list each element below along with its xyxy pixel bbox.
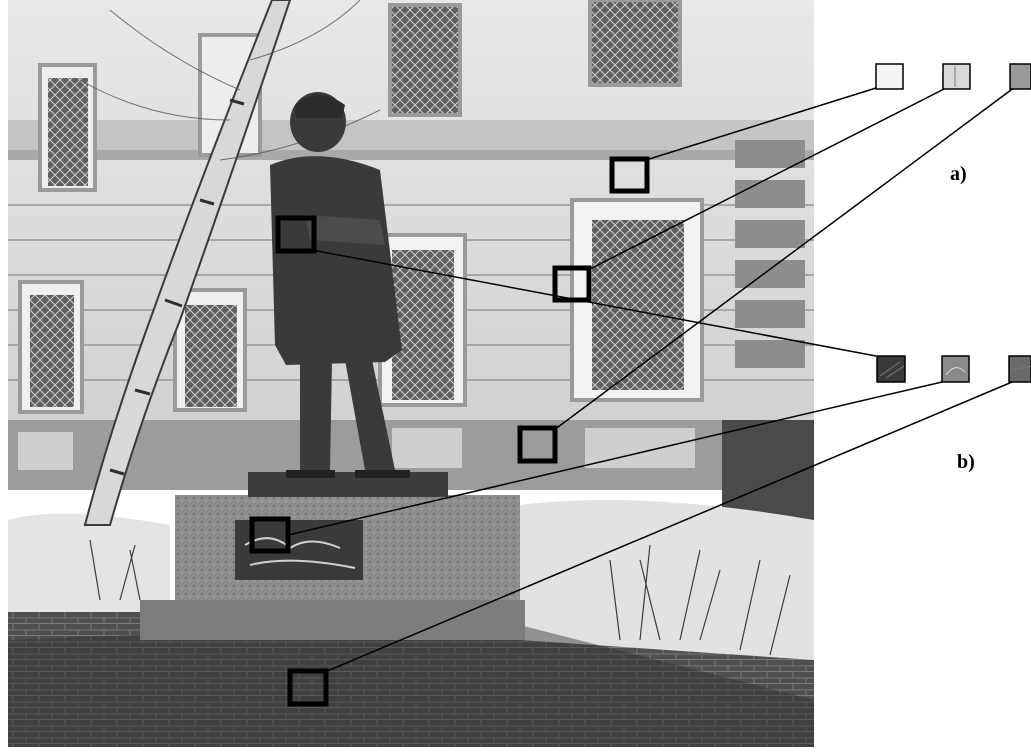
rustication-right xyxy=(735,140,805,368)
sample-box-a1 xyxy=(609,156,650,194)
label-b: b) xyxy=(957,451,975,473)
snow-right xyxy=(520,500,814,660)
sample-box-a3 xyxy=(517,425,558,464)
shrubs xyxy=(89,539,791,656)
connector-lines xyxy=(287,86,1016,673)
swatch-a-3 xyxy=(1009,63,1031,90)
photo xyxy=(8,0,814,747)
ground-shadow xyxy=(8,620,814,747)
label-a: a) xyxy=(950,163,967,185)
birch-tree xyxy=(83,0,292,526)
bare-branches xyxy=(79,0,381,161)
selection-boxes xyxy=(249,156,650,707)
sample-box-b1 xyxy=(275,215,317,254)
swatch-b-3 xyxy=(1008,355,1031,383)
snow-left xyxy=(8,513,170,612)
swatch-textures xyxy=(879,66,1031,379)
sample-box-a2 xyxy=(552,265,592,303)
swatch-a-2 xyxy=(942,63,971,90)
lower-windows xyxy=(18,198,704,414)
cornice xyxy=(8,120,814,150)
statue xyxy=(270,92,410,478)
swatch-b-1 xyxy=(876,355,906,383)
swatch-a-1 xyxy=(875,63,904,90)
swatch-b-2 xyxy=(941,355,970,383)
sample-box-b3 xyxy=(287,668,329,707)
swatches-a xyxy=(875,63,1031,90)
swatches-b xyxy=(876,355,1031,383)
